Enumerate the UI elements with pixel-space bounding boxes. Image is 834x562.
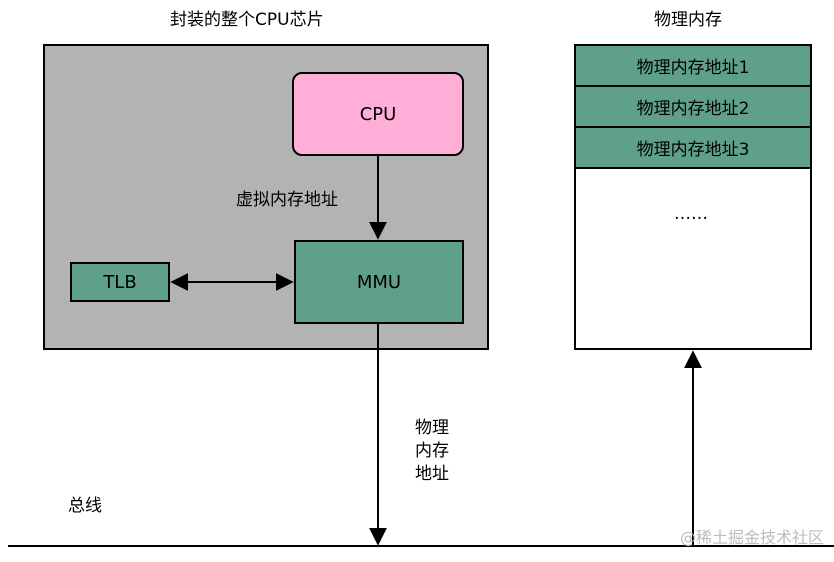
memory-row-2-label: 物理内存地址2 [636, 99, 750, 119]
cpu-label: CPU [359, 103, 397, 125]
mmu-box: MMU [294, 240, 464, 324]
physical-address-line-3: 地址 [415, 464, 449, 484]
watermark: @稀土掘金技术社区 [679, 528, 824, 547]
virtual-address-label: 虚拟内存地址 [236, 190, 338, 210]
memory-row-1-label: 物理内存地址1 [636, 58, 750, 78]
memory-ellipsis: …… [674, 204, 708, 224]
physical-address-line-2: 内存 [415, 441, 449, 461]
tlb-label: TLB [103, 271, 137, 293]
memory-row-2: 物理内存地址2 [574, 85, 812, 128]
physical-address-line-1: 物理 [415, 418, 449, 438]
memory-row-3: 物理内存地址3 [574, 126, 812, 169]
chip-title: 封装的整个CPU芯片 [170, 10, 324, 30]
cpu-box: CPU [292, 72, 464, 156]
bus-label: 总线 [68, 496, 102, 516]
memory-title: 物理内存 [654, 10, 722, 30]
memory-row-1: 物理内存地址1 [574, 44, 812, 87]
memory-row-3-label: 物理内存地址3 [636, 140, 750, 160]
tlb-box: TLB [70, 262, 170, 302]
mmu-label: MMU [356, 271, 402, 293]
